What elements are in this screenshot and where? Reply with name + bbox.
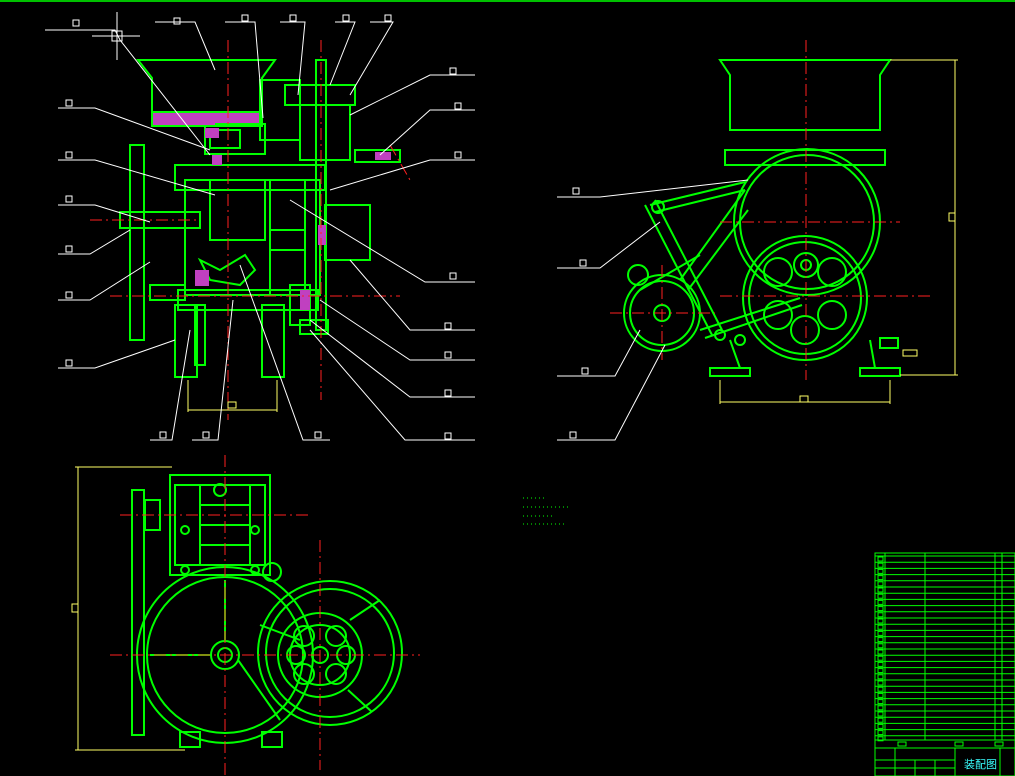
- parts-list-row-marker: [877, 723, 884, 729]
- parts-list-row-marker: [877, 618, 884, 624]
- side-centerlines: [610, 40, 930, 380]
- parts-list-row-marker: [877, 699, 884, 705]
- front-leader-lines: [45, 21, 475, 441]
- cursor-crosshair-icon: [92, 12, 140, 60]
- top-centerlines: [110, 455, 420, 776]
- parts-list-row-marker: [877, 730, 884, 736]
- front-dimension: [187, 380, 278, 412]
- top-dimension: [71, 466, 185, 751]
- parts-list-row-marker: [877, 680, 884, 686]
- side-leader-lines: [557, 179, 749, 441]
- side-view: [623, 59, 901, 377]
- parts-list-row-marker: [877, 568, 884, 574]
- parts-list-row-marker: [877, 599, 884, 605]
- title-block[interactable]: [875, 739, 1015, 776]
- parts-list-row-marker: [877, 593, 884, 599]
- viewport-top-border: [0, 0, 1015, 2]
- parts-list-row-marker: [877, 581, 884, 587]
- parts-list-row-marker: [877, 655, 884, 661]
- technical-notes: [523, 497, 570, 525]
- top-view: [131, 474, 403, 748]
- parts-list-row-marker: [877, 711, 884, 717]
- parts-list-row-marker: [877, 612, 884, 618]
- front-section-hatching: [160, 115, 391, 310]
- parts-list-row-marker: [877, 736, 884, 742]
- parts-list-rows: [875, 555, 1015, 742]
- front-part-number-boxes: [65, 14, 462, 440]
- parts-list-row-marker: [877, 668, 884, 674]
- parts-list-row-marker: [877, 630, 884, 636]
- parts-list-row-marker: [877, 624, 884, 630]
- parts-list-row-marker: [877, 717, 884, 723]
- front-section-view: [119, 59, 401, 378]
- parts-list-table[interactable]: [874, 552, 1015, 776]
- parts-list-row-marker: [877, 643, 884, 649]
- parts-list-row-marker: [877, 661, 884, 667]
- parts-list-row-marker: [877, 575, 884, 581]
- parts-list-row-marker: [877, 649, 884, 655]
- parts-list-row-marker: [877, 587, 884, 593]
- parts-list-row-marker: [877, 556, 884, 562]
- drawing-name-label: 装配图: [964, 758, 997, 771]
- front-centerlines: [90, 40, 411, 420]
- side-dimensions: [719, 59, 958, 404]
- side-part-number-boxes: [569, 187, 589, 439]
- parts-list-row-marker: [877, 705, 884, 711]
- parts-list-row-marker: [877, 606, 884, 612]
- parts-list-row-marker: [877, 674, 884, 680]
- parts-list-row-marker: [877, 692, 884, 698]
- parts-list-row-marker: [877, 686, 884, 692]
- parts-list-row-marker: [877, 637, 884, 643]
- parts-list-row-marker: [877, 562, 884, 568]
